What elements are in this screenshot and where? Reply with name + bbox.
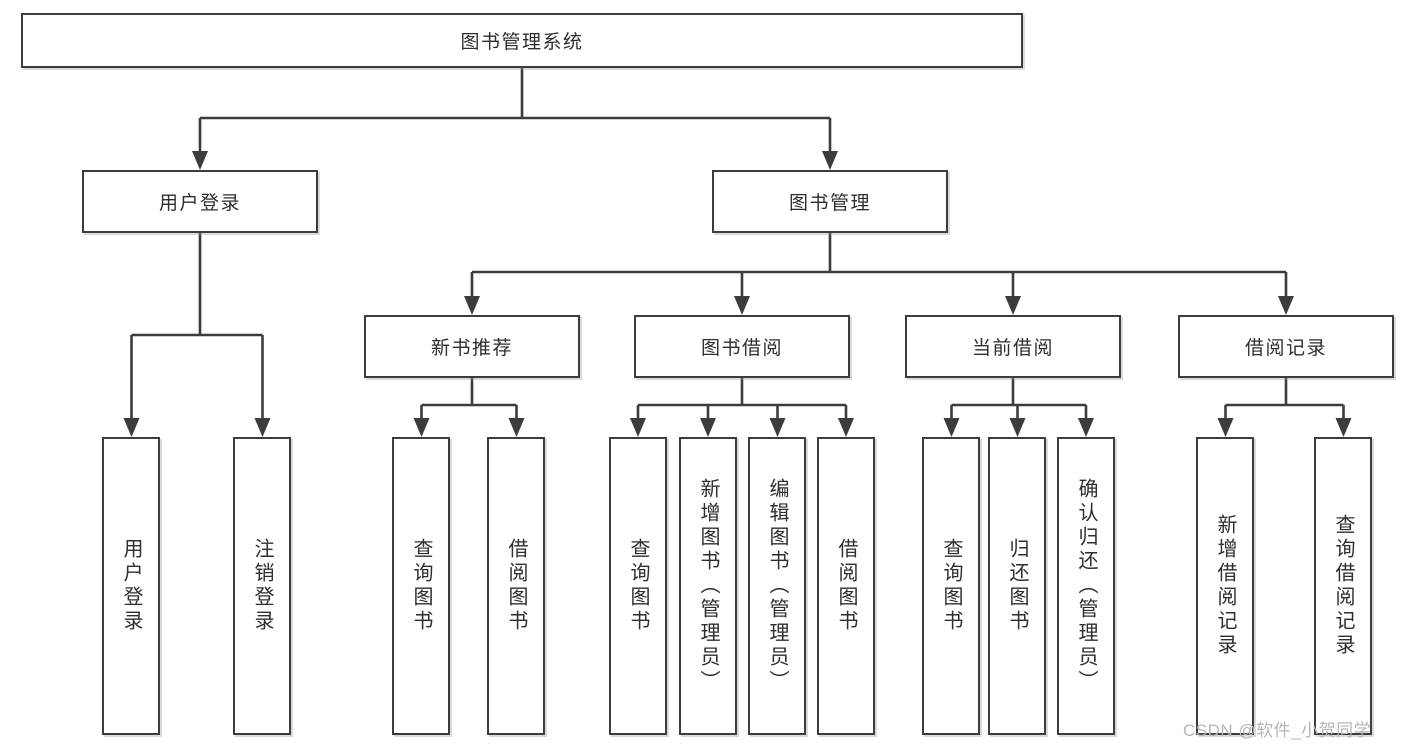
node-book-borrow: 图书借阅 (634, 315, 850, 378)
leaf-query-books-current-label: 查询图书 (940, 538, 962, 634)
leaf-add-book-admin-label: 新增图书（管理员） (697, 478, 719, 694)
node-user-login-label: 用户登录 (158, 193, 241, 214)
leaf-logout-label: 注销登录 (251, 538, 273, 634)
leaf-edit-book-admin-label: 编辑图书（管理员） (766, 478, 788, 694)
node-library-management-system: 图书管理系统 (21, 13, 1023, 68)
node-borrow-records-label: 借阅记录 (1244, 338, 1327, 359)
leaf-add-borrow-record-label: 新增借阅记录 (1214, 514, 1236, 658)
leaf-add-book-admin: 新增图书（管理员） (679, 437, 737, 735)
leaf-user-login-label: 用户登录 (120, 538, 142, 634)
leaf-user-login: 用户登录 (102, 437, 160, 735)
leaf-borrow-books-recommend: 借阅图书 (487, 437, 545, 735)
leaf-add-borrow-record: 新增借阅记录 (1196, 437, 1254, 735)
node-current-borrow: 当前借阅 (905, 315, 1121, 378)
node-user-login: 用户登录 (82, 170, 318, 233)
leaf-return-books-label: 归还图书 (1006, 538, 1028, 634)
leaf-query-books-borrow-label: 查询图书 (627, 538, 649, 634)
leaf-query-borrow-record-label: 查询借阅记录 (1332, 514, 1354, 658)
leaf-confirm-return-admin-label: 确认归还（管理员） (1075, 478, 1097, 694)
node-book-management-label: 图书管理 (788, 193, 871, 214)
node-borrow-records: 借阅记录 (1178, 315, 1394, 378)
leaf-query-books-borrow: 查询图书 (609, 437, 667, 735)
leaf-edit-book-admin: 编辑图书（管理员） (748, 437, 806, 735)
node-current-borrow-label: 当前借阅 (971, 338, 1054, 359)
leaf-query-books-recommend: 查询图书 (392, 437, 450, 735)
node-new-book-recommend: 新书推荐 (364, 315, 580, 378)
leaf-borrow-books-label: 借阅图书 (835, 538, 857, 634)
node-book-management: 图书管理 (712, 170, 948, 233)
leaf-logout: 注销登录 (233, 437, 291, 735)
leaf-borrow-books-recommend-label: 借阅图书 (505, 538, 527, 634)
leaf-return-books: 归还图书 (988, 437, 1046, 735)
leaf-borrow-books: 借阅图书 (817, 437, 875, 735)
leaf-query-borrow-record: 查询借阅记录 (1314, 437, 1372, 735)
leaf-query-books-current: 查询图书 (922, 437, 980, 735)
node-book-borrow-label: 图书借阅 (700, 338, 783, 359)
node-root-label: 图书管理系统 (460, 32, 584, 53)
leaf-confirm-return-admin: 确认归还（管理员） (1057, 437, 1115, 735)
leaf-query-books-recommend-label: 查询图书 (410, 538, 432, 634)
node-new-book-recommend-label: 新书推荐 (430, 338, 513, 359)
csdn-watermark: CSDN @软件_小贺同学 (1183, 721, 1372, 740)
